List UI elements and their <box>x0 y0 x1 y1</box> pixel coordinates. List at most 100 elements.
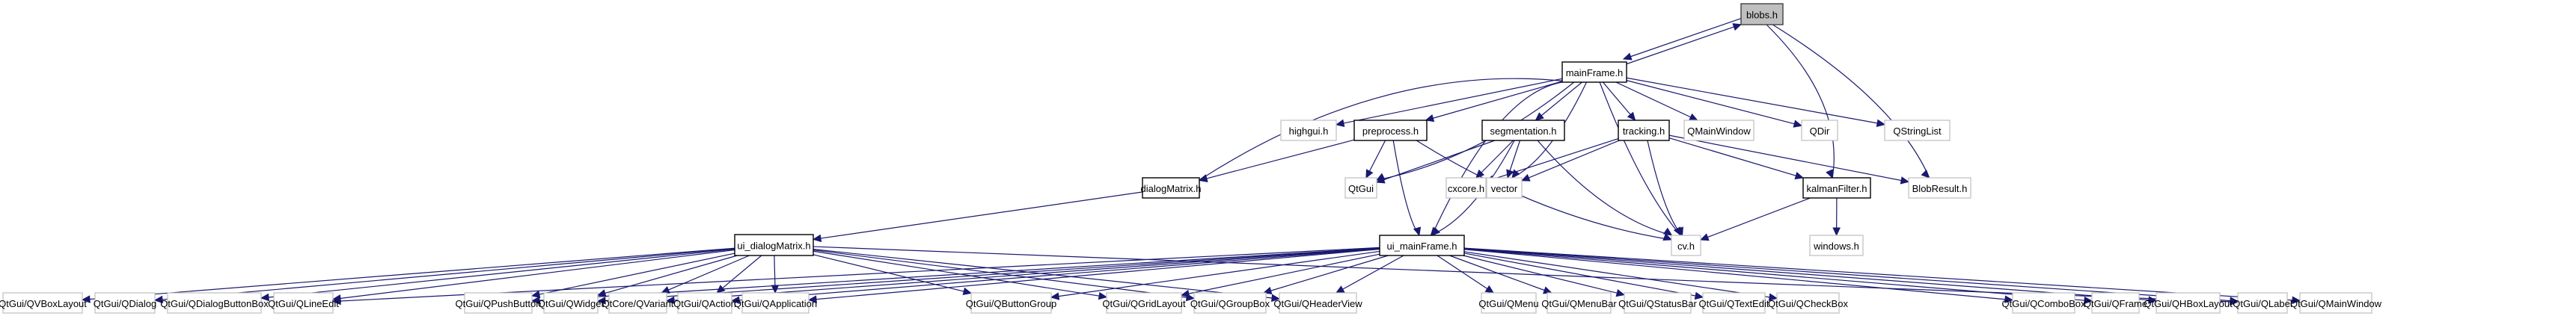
edge-mainFrame-to-dialogMatrix <box>1199 78 1563 181</box>
edge-segmentation-to-QtGui <box>1376 140 1496 183</box>
node-box-dialogMatrix[interactable] <box>1142 177 1200 199</box>
node-QComboBox: QtGui/QComboBox <box>2002 292 2086 314</box>
node-kalmanFilter[interactable]: kalmanFilter.h <box>1802 177 1871 199</box>
node-box-tracking[interactable] <box>1618 120 1670 141</box>
node-label-QDialog: QtGui/QDialog <box>94 298 157 309</box>
edge-tracking-to-vector <box>1521 140 1620 182</box>
arrowhead-mainFrame-to-blobs <box>1732 23 1743 31</box>
node-box-preprocess[interactable] <box>1353 120 1428 141</box>
edge-preprocess-to-cv <box>1416 140 1672 241</box>
node-QFrame: QtGui/QFrame <box>2084 292 2147 314</box>
edge-tracking-to-cv <box>1647 140 1683 236</box>
arrowhead-ui_mainFrame-to-QButtonGroup <box>1050 292 1060 300</box>
node-box-QComboBox <box>2012 292 2075 314</box>
arrowhead-ui_dialogMatrix-to-QDialogButtonBox <box>260 293 269 302</box>
node-QMainWindow: QtGui/QMainWindow <box>2290 292 2382 314</box>
node-label-ui_mainFrame: ui_mainFrame.h <box>1387 241 1457 252</box>
edge-mainFrame-to-highgui <box>1336 78 1563 126</box>
node-box-ui_mainFrame[interactable] <box>1379 235 1465 256</box>
node-label-QTextEdit: QtGui/QTextEdit <box>1699 298 1769 309</box>
node-label-QGridLayout: QtGui/QGridLayout <box>1102 298 1186 309</box>
node-vector: vector <box>1486 177 1523 199</box>
edge-ui_mainFrame-to-QWidget <box>597 247 1380 302</box>
node-box-mainFrame[interactable] <box>1561 61 1627 83</box>
node-QMainWindowTop: QMainWindow <box>1683 120 1754 141</box>
node-box-blobs[interactable] <box>1740 3 1784 25</box>
arrowhead-ui_mainFrame-to-QCheckBox <box>1768 293 1778 301</box>
edge-mainFrame-to-blobs <box>1623 24 1742 66</box>
node-ui_mainFrame[interactable]: ui_mainFrame.h <box>1379 235 1465 256</box>
node-box-QHBoxLayout <box>2156 292 2221 314</box>
node-QDir: QDir <box>1801 120 1838 141</box>
arrowhead-ui_mainFrame-to-QLineEdit <box>331 297 341 306</box>
node-preprocess[interactable]: preprocess.h <box>1353 120 1428 141</box>
edge-ui_mainFrame-to-QVariant <box>666 248 1380 302</box>
node-box-cv <box>1671 235 1701 256</box>
arrowhead-ui_mainFrame-to-QGridLayout <box>1180 289 1190 298</box>
node-QtGui: QtGui <box>1344 177 1377 199</box>
node-box-QHeaderView <box>1279 292 1357 314</box>
arrowhead-tracking-to-kalmanFilter <box>1794 172 1805 180</box>
node-segmentation[interactable]: segmentation.h <box>1481 120 1565 141</box>
edge-mainFrame-to-ui_mainFrame <box>1431 81 1585 236</box>
edge-mainFrame-to-QtGui <box>1376 81 1575 181</box>
arrowhead-mainFrame-to-tracking <box>1627 111 1636 121</box>
node-box-QStringList <box>1884 120 1951 141</box>
node-box-QGridLayout <box>1106 292 1182 314</box>
arrowhead-ui_mainFrame-to-QMainWindow <box>2292 296 2301 305</box>
node-QMenu: QtGui/QMenu <box>1478 292 1539 314</box>
arrowhead-mainFrame-to-segmentation <box>1535 112 1544 121</box>
node-mainFrame[interactable]: mainFrame.h <box>1561 61 1627 83</box>
node-QApplication: QtGui/QApplication <box>734 292 817 314</box>
arrowhead-ui_mainFrame-to-QComboBox <box>2004 295 2014 303</box>
node-QWidget: QtGui/QWidget <box>538 292 604 314</box>
edge-ui_dialogMatrix-to-QWidget <box>597 255 738 296</box>
node-tracking[interactable]: tracking.h <box>1618 120 1670 141</box>
node-QDialogButtonBox: QtGui/QDialogButtonBox <box>160 292 269 314</box>
node-QDialog: QtGui/QDialog <box>94 292 157 314</box>
edge-blobs-to-kalmanFilter <box>1766 24 1835 179</box>
edge-ui_mainFrame-to-QMainWindow <box>1463 247 2301 302</box>
edge-ui_mainFrame-to-QHBoxLayout <box>1463 248 2157 301</box>
node-box-QDir <box>1801 120 1838 141</box>
edge-mainFrame-to-segmentation <box>1535 81 1582 121</box>
node-QHeaderView: QtGui/QHeaderView <box>1273 292 1362 314</box>
edge-mainFrame-to-tracking <box>1602 81 1636 121</box>
arrowhead-ui_mainFrame-to-QTextEdit <box>1694 291 1704 300</box>
edge-ui_mainFrame-to-QApplication <box>808 248 1380 301</box>
arrowhead-kalmanFilter-to-cv <box>1699 233 1710 241</box>
arrowhead-segmentation-to-cxcore <box>1475 169 1485 179</box>
node-box-ui_dialogMatrix[interactable] <box>734 234 814 256</box>
node-QLineEdit: QtGui/QLineEdit <box>268 292 339 314</box>
node-label-preprocess: preprocess.h <box>1362 126 1419 137</box>
edge-kalmanFilter-to-cv <box>1700 197 1811 241</box>
node-box-QCheckBox <box>1776 292 1840 314</box>
node-box-segmentation[interactable] <box>1481 120 1565 141</box>
node-box-QLineEdit <box>273 292 334 314</box>
node-ui_dialogMatrix[interactable]: ui_dialogMatrix.h <box>734 234 814 256</box>
arrowhead-ui_mainFrame-to-QWidget <box>596 297 606 305</box>
node-box-kalmanFilter[interactable] <box>1802 177 1871 199</box>
node-box-QMenuBar <box>1546 292 1612 314</box>
node-label-QDialogButtonBox: QtGui/QDialogButtonBox <box>160 298 269 309</box>
node-dialogMatrix[interactable]: dialogMatrix.h <box>1141 177 1202 199</box>
node-label-cv: cv.h <box>1677 241 1695 252</box>
edge-mainFrame-to-QDir <box>1626 80 1802 126</box>
arrowhead-preprocess-to-dialogMatrix <box>1198 174 1208 182</box>
node-blobs[interactable]: blobs.h <box>1740 3 1784 25</box>
arrowhead-mainFrame-to-QDir <box>1793 120 1803 128</box>
edge-ui_mainFrame-to-QGridLayout <box>1181 253 1380 296</box>
arrowhead-segmentation-to-QtGui <box>1375 176 1386 184</box>
node-QAction: QtGui/QAction <box>673 292 736 314</box>
edge-ui_dialogMatrix-to-QDialog <box>154 248 735 301</box>
node-box-cxcore <box>1445 177 1487 199</box>
node-label-segmentation: segmentation.h <box>1490 126 1557 137</box>
edge-ui_dialogMatrix-to-QLineEdit <box>332 249 735 300</box>
node-QMenuBar: QtGui/QMenuBar <box>1541 292 1617 314</box>
node-label-QMenuBar: QtGui/QMenuBar <box>1541 298 1617 309</box>
arrowhead-mainFrame-to-highgui <box>1335 119 1345 128</box>
node-QGridLayout: QtGui/QGridLayout <box>1102 292 1186 314</box>
edge-ui_mainFrame-to-QMenu <box>1437 255 1494 294</box>
node-label-QVariant: QtCore/QVariant <box>602 298 674 309</box>
edge-ui_mainFrame-to-QPushButton <box>531 247 1380 302</box>
